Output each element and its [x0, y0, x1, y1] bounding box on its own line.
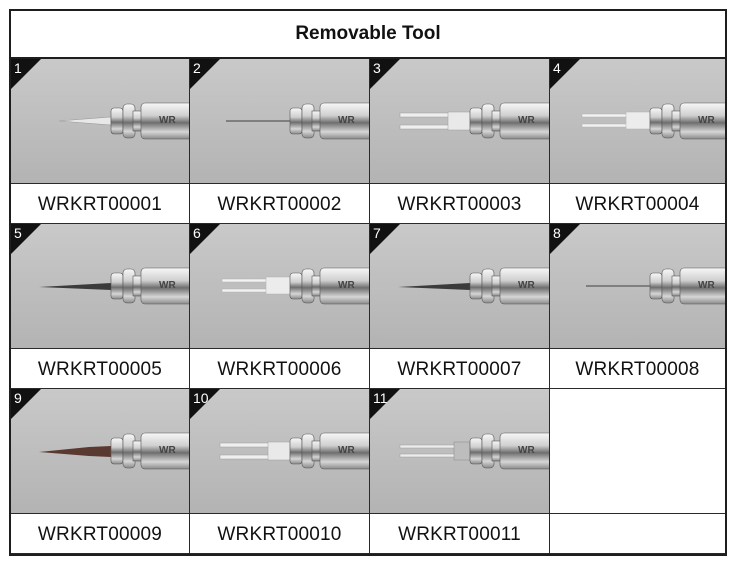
item-number-badge: 11 — [370, 389, 400, 419]
tool-photo: WR 2 — [190, 59, 369, 184]
empty-cell — [550, 389, 725, 554]
svg-text:WR: WR — [159, 445, 176, 456]
item-number-badge: 6 — [190, 224, 220, 254]
svg-text:WR: WR — [518, 445, 535, 456]
tool-photo: WR 3 — [370, 59, 549, 184]
item-number: 10 — [193, 390, 209, 406]
removal-tool-image: WR — [190, 59, 369, 183]
svg-text:WR: WR — [338, 280, 355, 291]
tool-photo: WR 7 — [370, 224, 549, 349]
part-number: WRKRT00006 — [217, 359, 342, 380]
tool-photo: WR 5 — [11, 224, 189, 349]
item-number-badge: 2 — [190, 59, 220, 89]
item-number-badge: 7 — [370, 224, 400, 254]
tool-photo: WR 11 — [370, 389, 549, 514]
item-number: 4 — [553, 60, 561, 76]
tool-photo: WR 9 — [11, 389, 189, 514]
item-number-badge: 9 — [11, 389, 41, 419]
item-number-badge: 8 — [550, 224, 580, 254]
item-number: 11 — [373, 390, 388, 406]
removal-tool-image: WR — [370, 224, 549, 348]
table-title: Removable Tool — [11, 11, 725, 59]
item-number: 5 — [14, 225, 22, 241]
removal-tool-image: WR — [11, 224, 189, 348]
removal-tool-image: WR — [370, 389, 549, 513]
tool-photo: WR 10 — [190, 389, 369, 514]
part-number: WRKRT00004 — [575, 194, 700, 215]
empty-photo-area — [550, 389, 725, 514]
part-number: WRKRT00005 — [37, 359, 163, 380]
part-number: WRKRT00009 — [37, 524, 163, 545]
tool-photo: WR 6 — [190, 224, 369, 349]
item-number: 8 — [553, 225, 561, 241]
svg-text:WR: WR — [518, 280, 535, 291]
svg-text:WR: WR — [338, 115, 355, 126]
item-number: 9 — [14, 390, 22, 406]
item-number-badge: 1 — [11, 59, 41, 89]
svg-text:WR: WR — [159, 115, 176, 126]
item-number-badge: 3 — [370, 59, 400, 89]
part-number: WRKRT00003 — [397, 194, 522, 215]
svg-text:WR: WR — [698, 280, 715, 291]
part-number: WRKRT00002 — [217, 194, 342, 215]
item-number-badge: 4 — [550, 59, 580, 89]
removal-tool-image: WR — [550, 59, 725, 183]
item-number-badge: 5 — [11, 224, 41, 254]
svg-text:WR: WR — [159, 280, 176, 291]
item-number: 7 — [373, 225, 381, 241]
tool-photo: WR 4 — [550, 59, 725, 184]
removal-tool-image: WR — [190, 224, 369, 348]
svg-text:WR: WR — [518, 115, 535, 126]
part-number: WRKRT00010 — [217, 524, 342, 545]
part-number: WRKRT00001 — [37, 194, 163, 215]
item-number: 1 — [14, 60, 22, 76]
item-number: 3 — [373, 60, 381, 76]
item-number: 6 — [193, 225, 201, 241]
svg-text:WR: WR — [338, 445, 355, 456]
part-number: WRKRT00011 — [398, 524, 521, 545]
removal-tool-image: WR — [550, 224, 725, 348]
part-number: WRKRT00007 — [397, 359, 522, 380]
removal-tool-image: WR — [190, 389, 369, 513]
item-number: 2 — [193, 60, 201, 76]
removal-tool-image: WR — [11, 59, 189, 183]
removal-tool-image: WR — [370, 59, 549, 183]
part-number: WRKRT00008 — [575, 359, 700, 380]
item-number-badge: 10 — [190, 389, 220, 419]
tool-photo: WR 8 — [550, 224, 725, 349]
svg-text:WR: WR — [698, 115, 715, 126]
tool-photo: WR 1 — [11, 59, 189, 184]
removal-tool-image: WR — [11, 389, 189, 513]
